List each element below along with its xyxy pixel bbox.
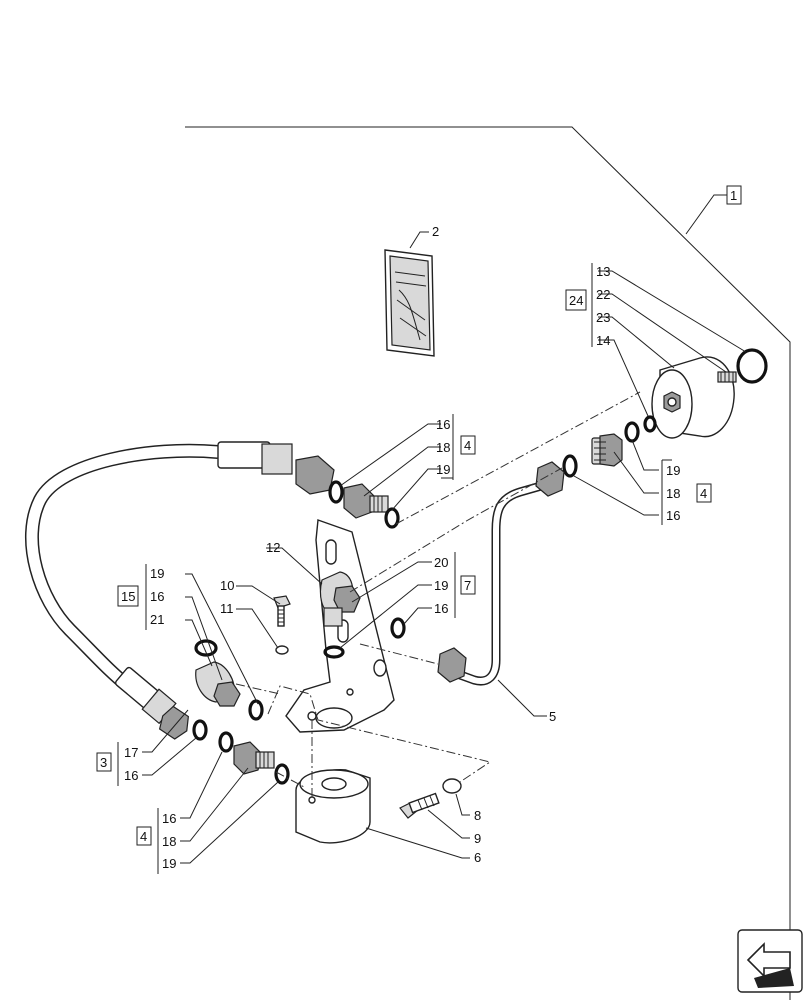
box-4-right [696,483,712,503]
callout-19-left: 19 [150,566,164,581]
part-18-adapter-right [591,433,623,467]
part-11-washer [275,645,289,655]
callout-12: 12 [266,540,280,555]
part-6-spacer [295,768,371,844]
callout-16-lower-left: 16 [124,768,138,783]
callout-18-top: 18 [436,440,450,455]
part-22-stud [717,371,737,383]
part-19-oring-right [624,421,640,443]
callout-19-right: 19 [666,463,680,478]
callout-15: 15 [121,589,135,604]
part-16-oring-bottom [218,731,234,753]
callout-22: 22 [596,287,610,302]
callout-4-right: 4 [700,486,707,501]
group-brackets [117,263,672,874]
box-4-bottom [136,826,152,846]
callout-16-top: 16 [436,417,450,432]
centerline-lower [267,685,492,783]
part-16-oring-bracket [390,617,406,639]
callout-9: 9 [474,831,481,846]
callout-8: 8 [474,808,481,823]
callout-6: 6 [474,850,481,865]
part-14-oring [643,415,657,433]
callout-17: 17 [124,745,138,760]
assembly-boundary-line [185,126,791,1000]
centerline-filter [395,391,641,525]
part-16-oring-top [328,480,344,504]
callout-1: 1 [730,188,737,203]
callout-4-bottom: 4 [140,829,147,844]
box-15 [117,585,139,607]
part-16-oring-right [562,454,578,478]
callout-16-left: 16 [150,589,164,604]
part-19-oring-bracket [323,645,345,659]
part-13-oring [736,348,768,384]
callout-18-bottom: 18 [162,834,176,849]
box-3 [96,752,112,772]
part-23-filter-housing [651,356,735,439]
callout-5: 5 [549,709,556,724]
callout-18-right: 18 [666,486,680,501]
callout-23: 23 [596,310,610,325]
box-4-top [460,435,476,455]
centerline-bracket-hose [349,467,563,593]
callout-16-right: 16 [666,508,680,523]
part-16-oring-left [194,639,218,657]
part-19-oring-top [384,507,400,529]
box-1 [726,185,742,205]
part-21-elbow [195,661,241,707]
callout-7: 7 [464,578,471,593]
leader-lines [142,194,747,864]
part-5-rigid-pipe [437,461,565,686]
part-20-elbow [319,571,361,627]
hose-assembly [25,441,335,740]
callout-10: 10 [220,578,234,593]
part-2-label-pouch [384,249,435,357]
callout-2: 2 [432,224,439,239]
part-19-oring-bottom [274,763,290,785]
part-16-oring-lower-left [192,719,208,741]
box-24 [565,289,587,311]
callout-20: 20 [434,555,448,570]
callout-16-bracket: 16 [434,601,448,616]
part-18-adapter-bottom [233,741,275,775]
callout-19-top: 19 [436,462,450,477]
callout-4-top: 4 [464,438,471,453]
next-page-arrow-icon[interactable] [737,929,803,993]
callout-14: 14 [596,333,610,348]
centerline-bracket-pipe [359,643,439,665]
part-10-bolt [273,595,291,627]
part-9-bolt [399,792,440,819]
callout-13: 13 [596,264,610,279]
callout-16-bottom: 16 [162,811,176,826]
callout-3: 3 [100,755,107,770]
box-7 [460,575,476,595]
callout-19-bottom: 19 [162,856,176,871]
callout-24: 24 [569,293,583,308]
centerline-bottom [275,771,307,789]
part-19-oring-left [248,699,264,721]
centerline-left [235,683,281,695]
part-8-washer [442,778,462,794]
part-18-adapter-top [343,483,389,519]
callout-11: 11 [220,601,234,616]
callout-19-bracket: 19 [434,578,448,593]
callout-21: 21 [150,612,164,627]
